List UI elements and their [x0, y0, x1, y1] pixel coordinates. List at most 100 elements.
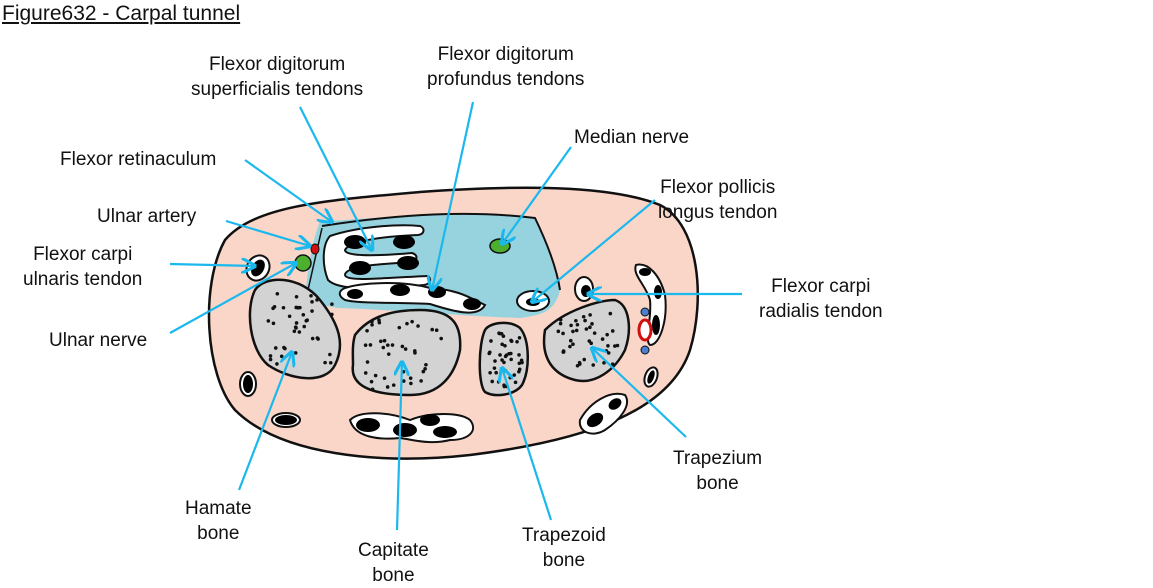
- bone-dot: [558, 317, 563, 322]
- label-capitate: Capitate bone: [358, 540, 429, 586]
- bone-dot: [363, 371, 368, 375]
- bone-dot: [582, 357, 587, 362]
- bone-dot: [287, 314, 292, 319]
- bone-dot: [509, 339, 514, 344]
- label-ulnar-nerve: Ulnar nerve: [49, 330, 148, 351]
- bone-dot: [515, 340, 519, 344]
- label-fcr: Flexor carpi radialis tendon: [759, 276, 883, 322]
- bone-dot: [574, 318, 578, 323]
- ulnar-artery: [310, 243, 320, 255]
- bone-dot: [381, 345, 386, 350]
- pointer-lines: [169, 101, 742, 531]
- bone-dot: [275, 291, 280, 296]
- bone-dot: [301, 312, 306, 317]
- bone-dot: [330, 312, 334, 317]
- bone-dot: [373, 373, 378, 378]
- bone-dot: [558, 321, 563, 326]
- bone-dot: [292, 329, 297, 334]
- bone-dot: [490, 379, 495, 384]
- bone-dot: [416, 324, 420, 328]
- bone-dot: [330, 302, 334, 306]
- bone-dot: [600, 337, 605, 341]
- label-fcu: Flexor carpi ulnaris tendon: [23, 244, 143, 290]
- bone-dot: [386, 352, 391, 356]
- extensor-tendon-ulnar-1: [239, 371, 257, 397]
- bone-dot: [574, 328, 579, 333]
- label-hamate: Hamate bone: [185, 498, 252, 544]
- bone-dot: [517, 353, 521, 357]
- bone-dot: [561, 349, 566, 353]
- bone-dot: [591, 363, 596, 367]
- bone-dot: [575, 363, 580, 368]
- pointer-trapezoid: [502, 368, 553, 521]
- label-median-nerve: Median nerve: [574, 127, 690, 148]
- bone-dot: [365, 360, 370, 364]
- bone-dot: [382, 338, 387, 343]
- bone-dot: [492, 366, 497, 370]
- bone-dot: [581, 314, 586, 319]
- bone-dot: [385, 385, 390, 389]
- trapezium-bone: [542, 298, 631, 383]
- pointer-fdp: [432, 101, 475, 290]
- bone-dot: [571, 329, 575, 334]
- bone-dot: [370, 387, 375, 392]
- bone-dot: [434, 328, 439, 332]
- bone-dot: [575, 322, 580, 327]
- bone-dot: [517, 369, 521, 374]
- bone-dot: [498, 353, 502, 357]
- bone-dot: [400, 344, 405, 349]
- bone-dot: [271, 321, 276, 326]
- bone-dot: [408, 376, 413, 380]
- bone-dot: [588, 325, 592, 330]
- bone-dot: [409, 381, 413, 386]
- bone-dot: [421, 369, 426, 374]
- bone-dot: [397, 325, 402, 330]
- bone-dot: [315, 298, 319, 302]
- pointer-ulnar-artery: [225, 219, 310, 246]
- radial-vein-lower: [640, 345, 650, 355]
- extensor-tendon-ulnar-2: [271, 412, 301, 428]
- pointer-trapezium: [592, 348, 687, 438]
- extensor-tendons-radial-dorsal: [578, 392, 628, 435]
- bone-dot: [401, 379, 406, 383]
- bone-dot: [493, 359, 497, 363]
- pointer-capitate: [397, 362, 402, 531]
- bone-dot: [496, 380, 501, 384]
- ulnar-nerve: [294, 254, 312, 272]
- bone-dot: [568, 338, 573, 343]
- fcr-tendon: [574, 276, 594, 302]
- bone-dot: [513, 380, 518, 385]
- bone-dot: [266, 319, 271, 323]
- bone-dot: [379, 339, 383, 344]
- bone-dot: [494, 370, 498, 375]
- bone-dot: [405, 321, 409, 326]
- bone-dot: [368, 343, 373, 347]
- extensor-tendon-small: [643, 366, 659, 388]
- label-trapezoid: Trapezoid bone: [522, 525, 606, 571]
- bone-dot: [273, 346, 278, 350]
- bone-dot: [369, 379, 374, 384]
- bone-dot: [403, 347, 408, 351]
- figure-title: Figure632 - Carpal tunnel: [2, 2, 241, 25]
- bone-dot: [293, 325, 298, 329]
- bone-dot: [377, 318, 381, 322]
- bone-dot: [577, 360, 582, 365]
- label-fpl: Flexor pollicis longus tendon: [658, 177, 778, 223]
- bone-dot: [503, 343, 507, 348]
- bone-dot: [391, 383, 396, 387]
- bone-dot: [613, 344, 617, 348]
- bone-dot: [328, 352, 332, 357]
- bone-dot: [615, 343, 620, 348]
- bone-dot: [323, 360, 327, 365]
- bone-dot: [610, 362, 615, 366]
- bone-dot: [390, 343, 395, 347]
- bone-dot: [309, 293, 313, 298]
- bone-dot: [556, 329, 561, 334]
- bone-dot: [502, 384, 507, 389]
- bone-dot: [282, 345, 286, 350]
- pointer-hamate: [237, 352, 292, 491]
- label-flexor-retinaculum: Flexor retinaculum: [60, 149, 217, 170]
- bone-dot: [517, 335, 522, 340]
- bone-dot: [488, 370, 492, 375]
